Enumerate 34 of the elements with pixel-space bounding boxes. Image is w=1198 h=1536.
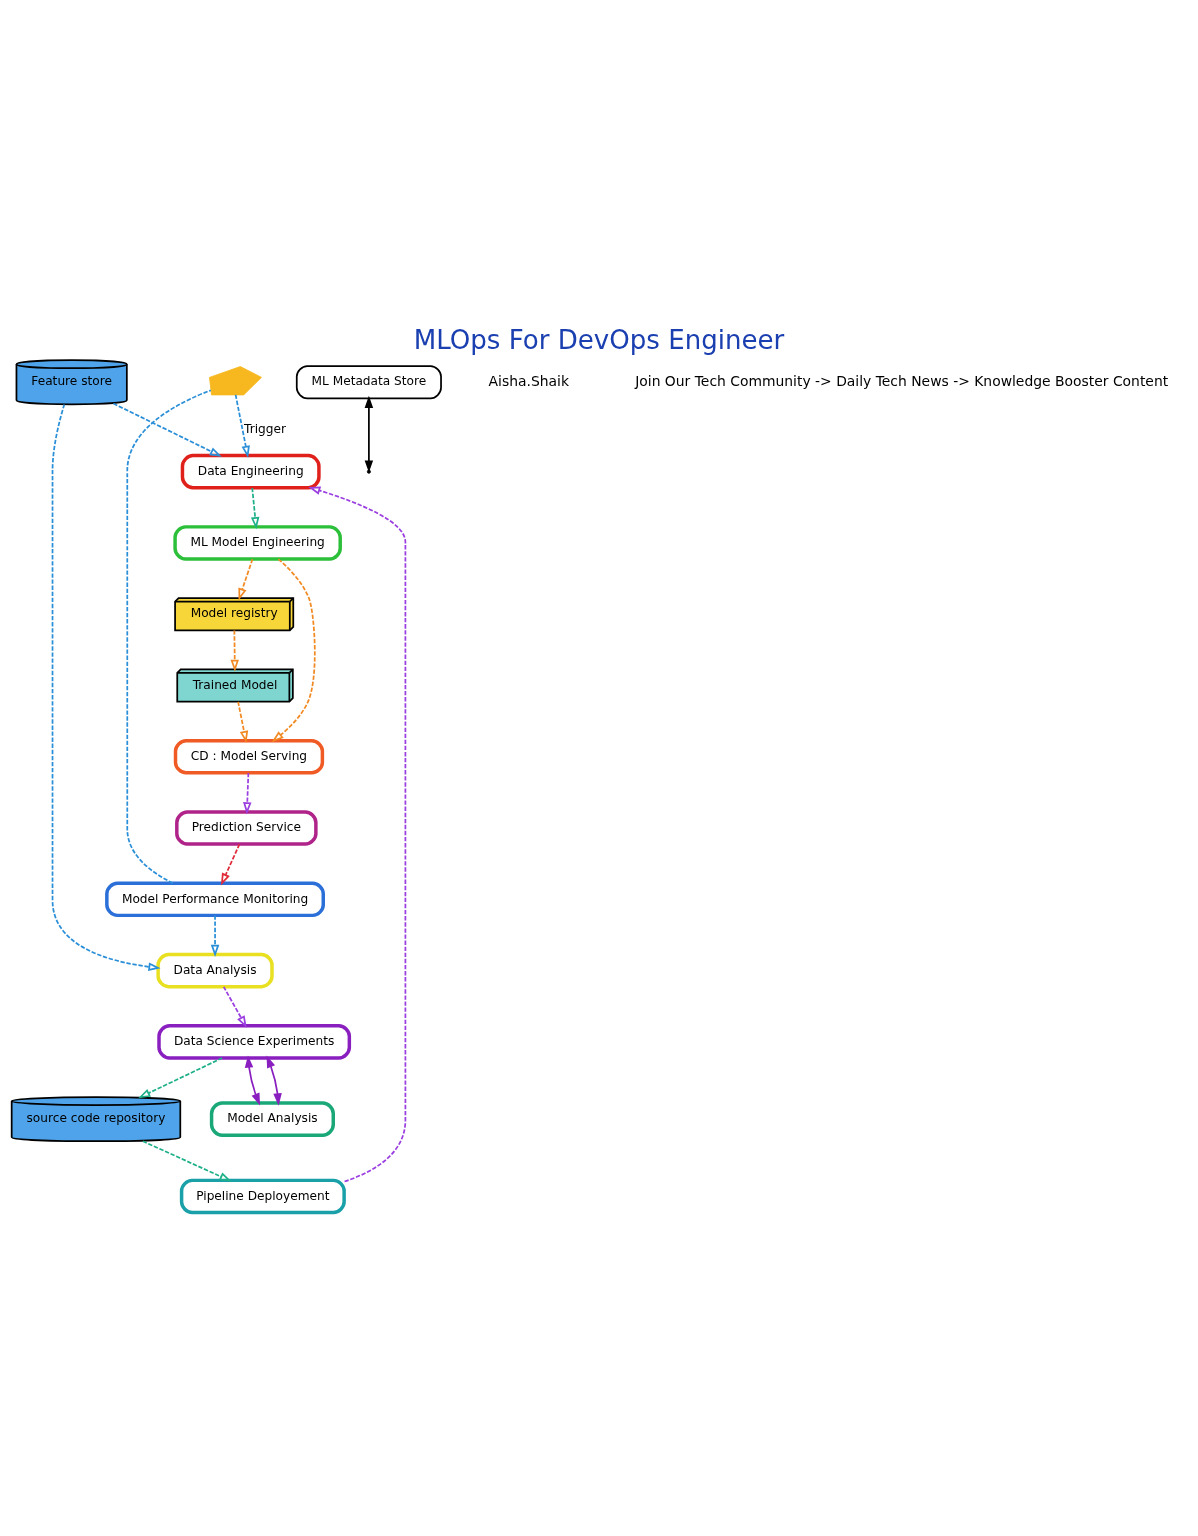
arrow	[51, 403, 161, 971]
label: Join Our Tech Community -> Daily Tech News -> Knowledge Booster Content	[635, 372, 1169, 389]
node-box: CD : Model Serving	[173, 738, 325, 775]
node-box: Prediction Service	[175, 809, 318, 846]
node-box: ML Model Engineering	[173, 524, 342, 561]
arrow	[364, 395, 374, 473]
diagram-title: MLOps For DevOps Engineer	[413, 324, 785, 355]
node-box: Data Analysis	[156, 952, 274, 988]
arrow	[308, 486, 407, 1182]
label: Aisha.Shaik	[488, 372, 569, 389]
arrow	[142, 1139, 232, 1181]
arrow	[238, 557, 254, 600]
arrow	[234, 393, 250, 458]
arrow	[230, 629, 239, 672]
arrow	[237, 700, 249, 743]
arrow	[250, 486, 260, 529]
node-box: Pipeline Deployement	[179, 1178, 346, 1214]
node-box: Data Science Experiments	[157, 1023, 352, 1060]
node-picture	[209, 365, 262, 395]
arrow	[266, 1055, 282, 1106]
node-box: Data Engineering	[180, 453, 321, 489]
arrow	[220, 842, 241, 885]
arrow	[243, 771, 252, 814]
arrow	[222, 985, 247, 1028]
arrow	[210, 914, 220, 957]
arrow	[271, 557, 316, 742]
node-box: Model Performance Monitoring	[105, 881, 325, 917]
node-box: ML Metadata Store	[295, 364, 442, 399]
arrow	[112, 402, 222, 457]
node-box: Model Analysis	[209, 1100, 335, 1137]
connector	[126, 388, 212, 884]
arrow	[244, 1054, 261, 1105]
arrow	[138, 1056, 224, 1098]
edge-label: Trigger	[244, 421, 286, 436]
